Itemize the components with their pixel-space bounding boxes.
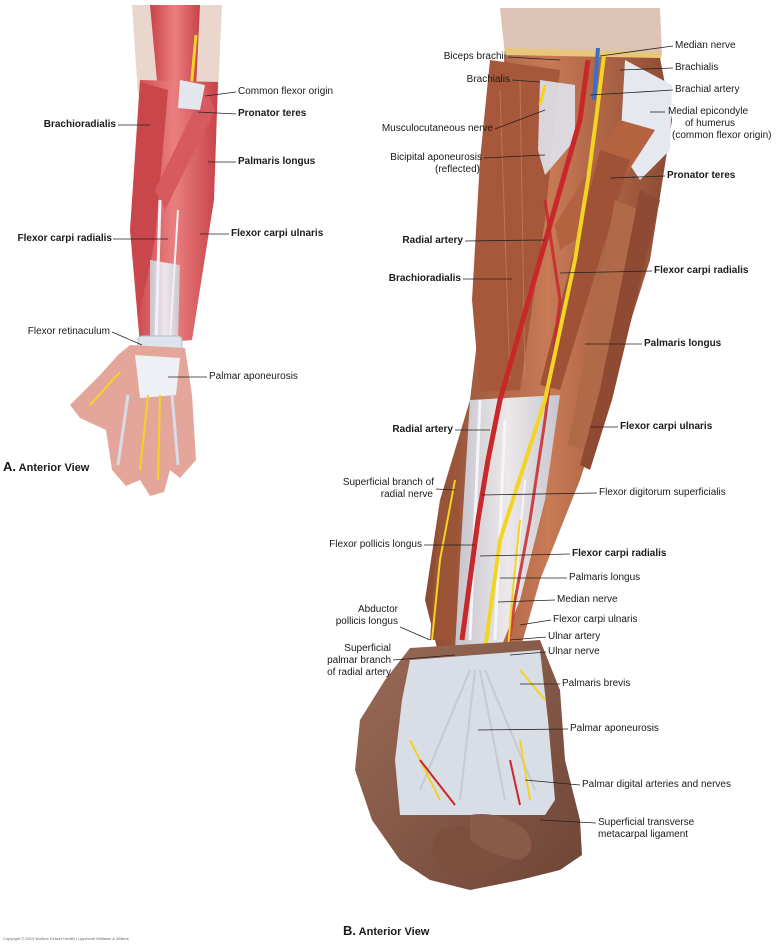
label-b-bicipital-aponeurosis-1: Bicipital aponeurosis bbox=[390, 152, 482, 163]
panel-b-ulnar-artery bbox=[506, 199, 562, 651]
panel-b-fcu bbox=[580, 190, 660, 470]
label-b-brachioradialis: Brachioradialis bbox=[388, 273, 461, 284]
panel-b-musculocutaneous bbox=[538, 84, 547, 106]
panel-b-palm bbox=[395, 650, 555, 815]
panel-a-leaders bbox=[111, 91, 237, 378]
panel-a-caption: A. Anterior View bbox=[3, 459, 89, 474]
panel-a-tendons bbox=[150, 260, 180, 340]
label-b-flexor-pollicis-longus: Flexor pollicis longus bbox=[329, 539, 422, 550]
label-b-fds: Flexor digitorum superficialis bbox=[599, 487, 726, 498]
panel-a-arm bbox=[70, 5, 222, 496]
label-a-common-flexor-origin: Common flexor origin bbox=[238, 86, 334, 97]
label-b-brachial-artery: Brachial artery bbox=[675, 84, 740, 95]
label-a-pronator-teres: Pronator teres bbox=[238, 108, 307, 119]
panel-b-superficial-radial-nerve bbox=[431, 479, 456, 641]
label-b-pronator-teres: Pronator teres bbox=[667, 170, 736, 181]
panel-b-arm bbox=[355, 8, 672, 890]
label-b-fcr-upper: Flexor carpi radialis bbox=[654, 265, 749, 276]
label-b-fcu-lower: Flexor carpi ulnaris bbox=[553, 614, 638, 625]
panel-b-vein bbox=[592, 47, 600, 101]
label-b-superficial-branch-radial-1: Superficial branch of bbox=[342, 477, 434, 488]
panel-b-ulnar-nerve bbox=[507, 519, 521, 651]
label-b-brachialis-left: Brachialis bbox=[466, 74, 510, 85]
label-b-superficial-palmar-2: palmar branch bbox=[327, 655, 391, 666]
label-b-superficial-transverse-2: metacarpal ligament bbox=[598, 829, 689, 840]
label-b-biceps-brachii: Biceps brachii bbox=[443, 51, 506, 62]
label-b-palmar-aponeurosis: Palmar aponeurosis bbox=[570, 723, 659, 734]
panel-a-biceps bbox=[150, 5, 200, 92]
panel-b-brachioradialis bbox=[472, 60, 560, 392]
label-b-medial-epicondyle-2: of humerus bbox=[685, 118, 736, 129]
panel-b-leaders bbox=[392, 45, 674, 824]
label-a-flexor-carpi-radialis: Flexor carpi radialis bbox=[17, 233, 113, 244]
panel-b-caption-text: Anterior View bbox=[358, 926, 430, 938]
label-b-abductor-2: pollicis longus bbox=[335, 616, 398, 627]
label-b-superficial-branch-radial-2: radial nerve bbox=[380, 489, 433, 500]
label-b-ulnar-artery: Ulnar artery bbox=[548, 631, 601, 642]
label-b-brachialis-right: Brachialis bbox=[675, 62, 719, 73]
label-b-fcr-lower: Flexor carpi radialis bbox=[572, 548, 667, 559]
label-b-palmaris-longus-upper: Palmaris longus bbox=[644, 338, 722, 349]
panel-b-brachial-artery bbox=[459, 59, 591, 641]
label-b-abductor-1: Abductor bbox=[357, 604, 398, 615]
label-b-radial-artery-upper: Radial artery bbox=[402, 235, 463, 246]
panel-a-caption-text: Anterior View bbox=[18, 462, 90, 474]
label-a-palmar-aponeurosis: Palmar aponeurosis bbox=[209, 371, 298, 382]
label-b-musculocutaneous-nerve: Musculocutaneous nerve bbox=[381, 123, 493, 134]
label-b-bicipital-aponeurosis-2: (reflected) bbox=[434, 164, 480, 175]
copyright-notice: Copyright © 2013 Wolters Kluwer Health |… bbox=[3, 936, 129, 941]
panel-b-caption: B. Anterior View bbox=[343, 923, 429, 938]
label-a-flexor-retinaculum: Flexor retinaculum bbox=[27, 326, 110, 337]
label-b-ulnar-nerve: Ulnar nerve bbox=[548, 646, 600, 657]
label-a-brachioradialis: Brachioradialis bbox=[43, 119, 116, 130]
panel-b-median-nerve bbox=[483, 54, 606, 651]
panel-b-upper-arm-skin bbox=[500, 8, 662, 55]
panel-a-common-origin bbox=[178, 80, 205, 110]
label-b-palmar-digital: Palmar digital arteries and nerves bbox=[582, 779, 731, 790]
label-b-radial-artery-lower: Radial artery bbox=[392, 424, 453, 435]
panel-b-fcr bbox=[540, 150, 630, 390]
panel-a-letter: A. bbox=[3, 459, 16, 474]
panel-b-palmaris bbox=[568, 200, 640, 450]
label-b-medial-epicondyle-1: Medial epicondyle bbox=[668, 106, 749, 117]
label-a-flexor-carpi-ulnaris: Flexor carpi ulnaris bbox=[231, 228, 324, 239]
label-b-superficial-palmar-3: of radial artery bbox=[327, 667, 391, 678]
label-b-palmaris-brevis: Palmaris brevis bbox=[562, 678, 631, 689]
label-b-median-nerve-lower: Median nerve bbox=[557, 594, 618, 605]
panel-b-letter: B. bbox=[343, 923, 356, 938]
label-a-palmaris-longus: Palmaris longus bbox=[238, 156, 316, 167]
panel-a-pronator bbox=[155, 88, 215, 210]
label-b-superficial-transverse-1: Superficial transverse bbox=[598, 817, 695, 828]
label-b-medial-epicondyle-3: (common flexor origin) bbox=[672, 130, 772, 141]
label-b-median-nerve-top: Median nerve bbox=[675, 40, 736, 51]
label-b-superficial-palmar-1: Superficial bbox=[344, 643, 391, 654]
label-b-palmaris-longus-lower: Palmaris longus bbox=[569, 572, 641, 583]
label-b-fcu-upper: Flexor carpi ulnaris bbox=[620, 421, 713, 432]
panel-a-brachioradialis bbox=[132, 82, 168, 320]
